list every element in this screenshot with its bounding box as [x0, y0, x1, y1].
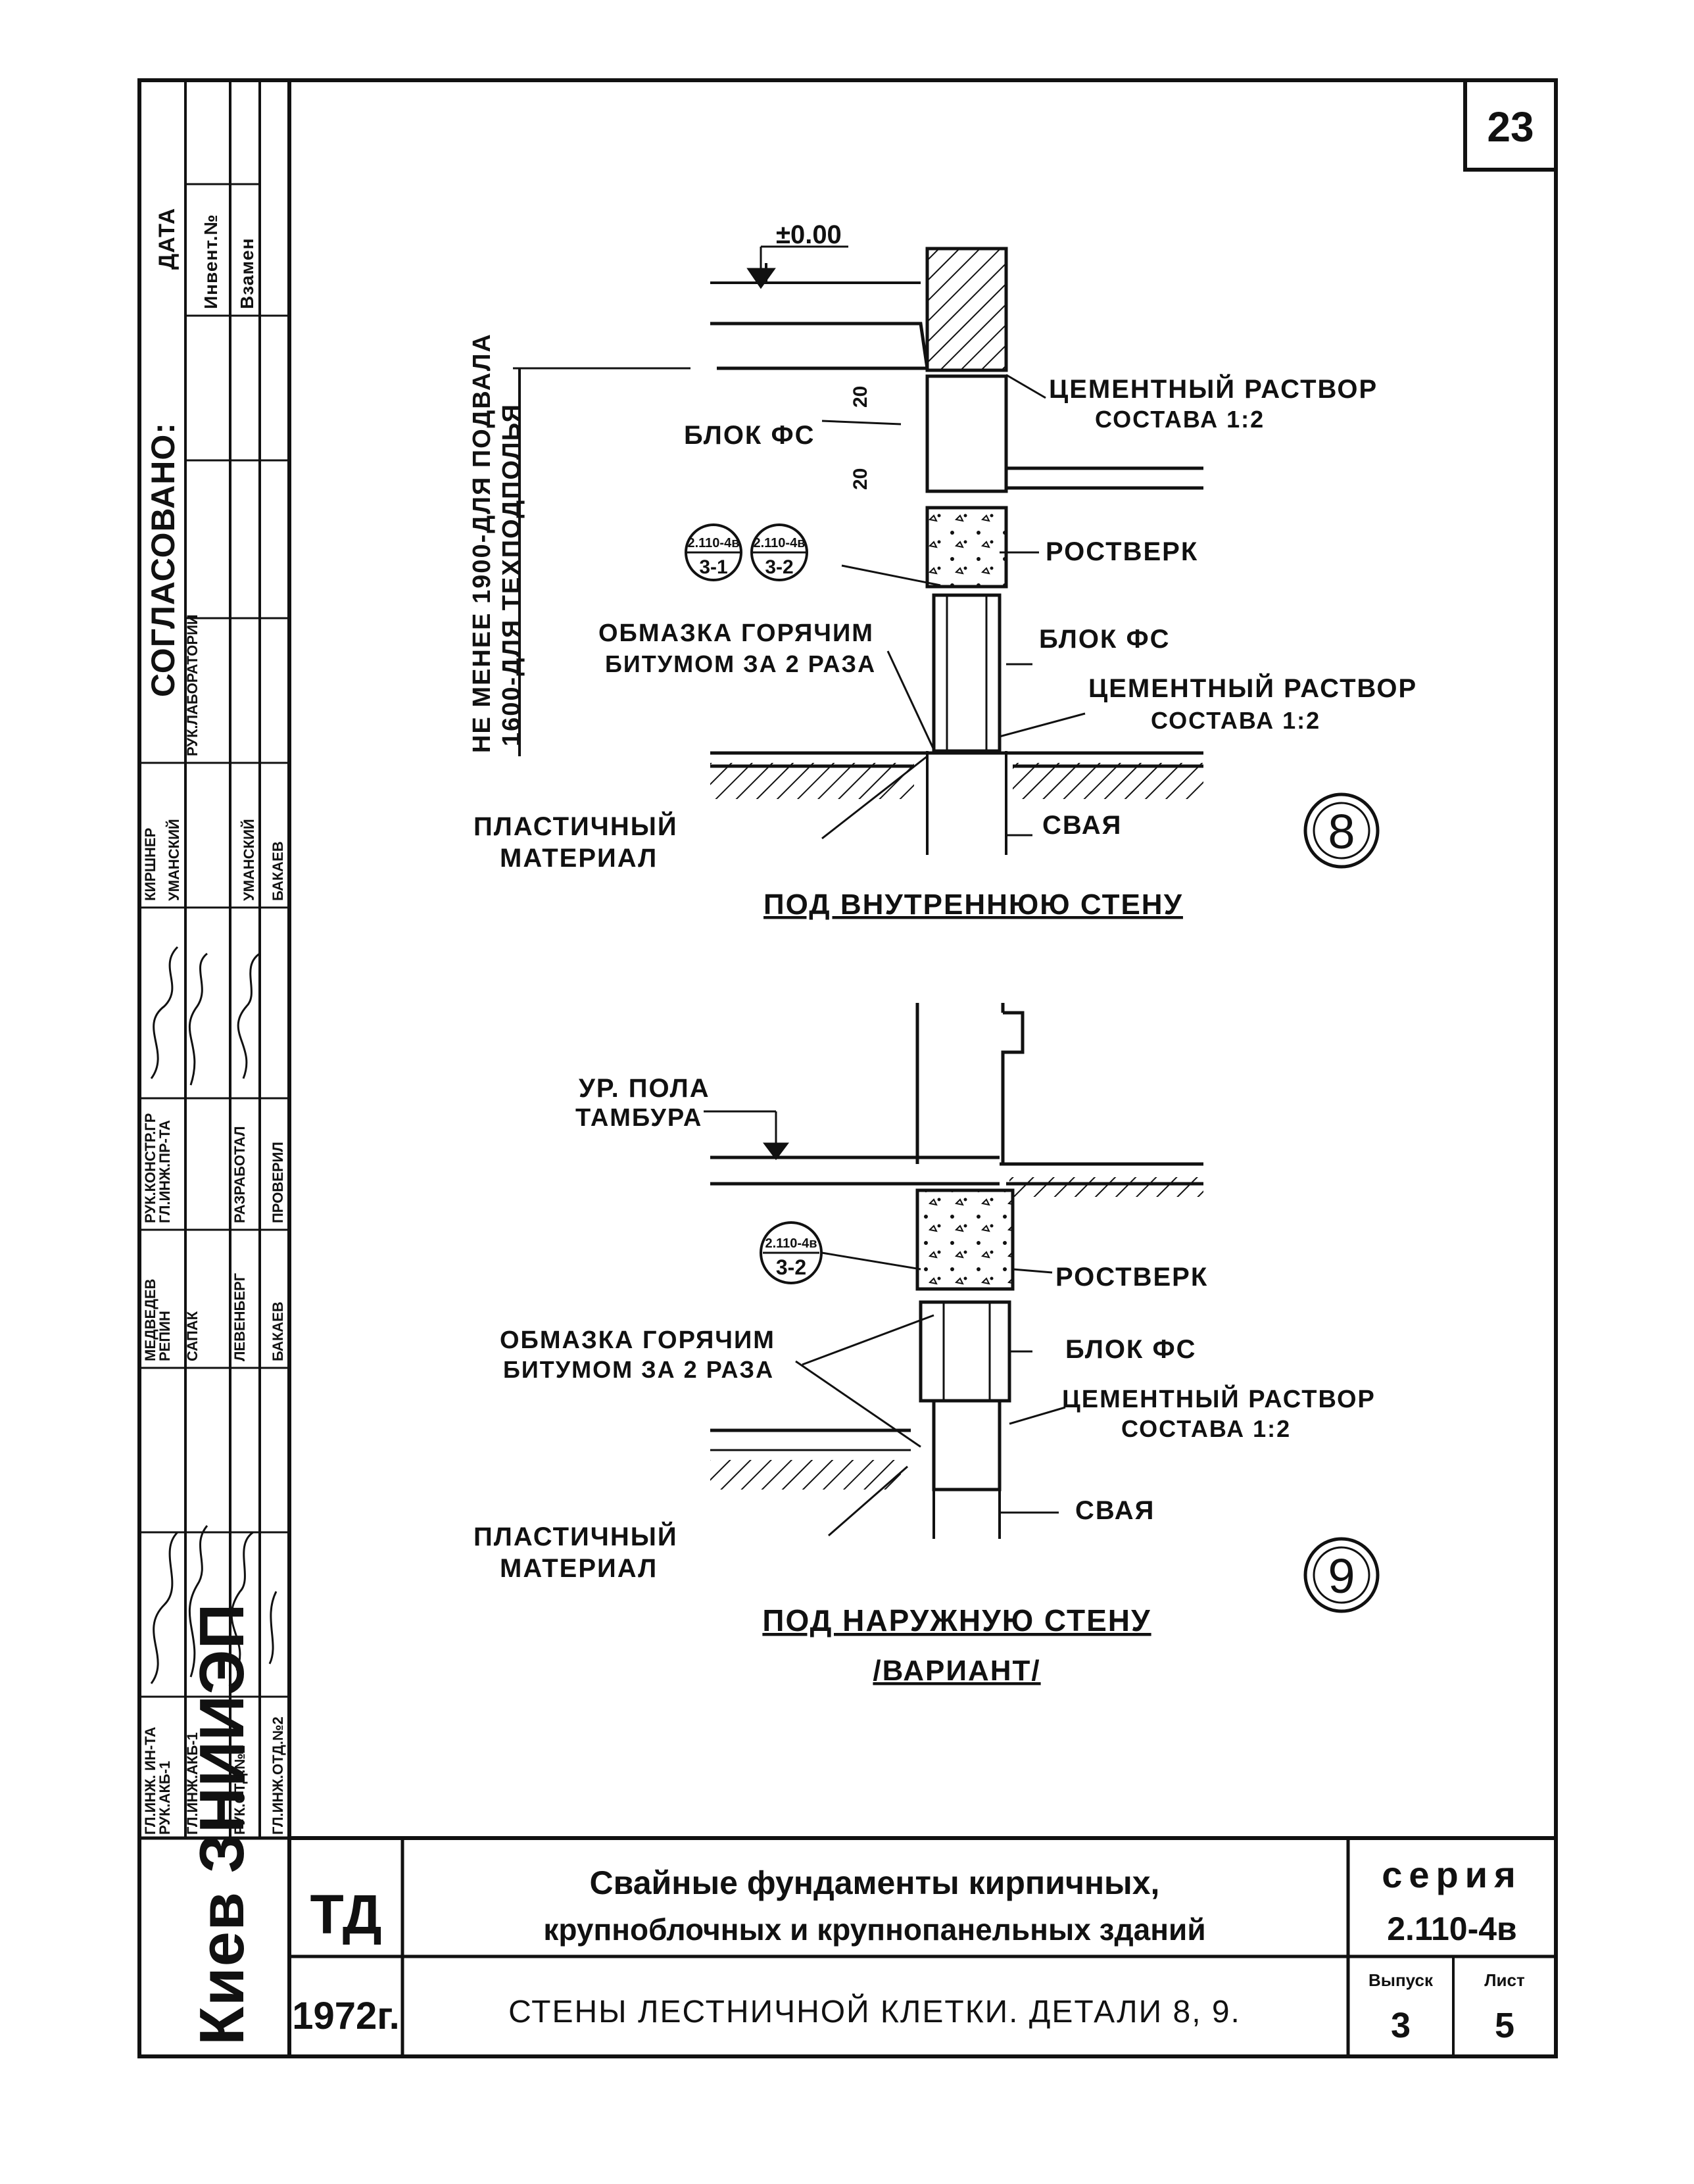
stamp-role: РУК.ЛАБОРАТОРИИ — [184, 614, 201, 756]
ref-a-bottom: 3-1 — [699, 556, 727, 578]
stamp-role: ГЛ.ИНЖ. ИН-ТА — [142, 1727, 158, 1835]
series-value: 2.110-4в — [1387, 1910, 1517, 1947]
stamp-rows: ГЛ.ИНЖ. ИН-ТА РУК.АКБ-1 ГЛ.ИНЖ.АКБ-1 РУК… — [142, 614, 286, 1835]
mortar-lower-line-2: СОСТАВА 1:2 — [1151, 707, 1320, 734]
plastic-line-1: ПЛАСТИЧНЫЙ — [473, 1521, 678, 1551]
signatures — [150, 946, 278, 1684]
sheet-number-box — [1463, 78, 1558, 172]
stamp-name: САПАК — [184, 1311, 201, 1361]
detail-8-labels: ±0.00 НЕ МЕНЕЕ 1900-ДЛЯ ПОДВАЛА 1600-ДЛЯ… — [468, 220, 1417, 921]
pile-label: СВАЯ — [1042, 811, 1122, 840]
min-depth-note-2: 1600-ДЛЯ ТЕХПОДПОЛЬЯ — [498, 403, 525, 746]
dim-top: 20 — [850, 386, 871, 408]
detail-9-labels: УР. ПОЛА ТАМБУРА 2.110-4в 3-2 РОСТВЕРК О… — [473, 1074, 1376, 1687]
detail-8-drawing — [513, 245, 1380, 869]
title-line-2: крупноблочных и крупнопанельных зданий — [543, 1912, 1205, 1947]
detail-number: 9 — [1328, 1549, 1355, 1603]
replaces-label: Взамен — [237, 237, 257, 309]
stamp-name: БАКАЕВ — [270, 1301, 286, 1361]
min-depth-note-1: НЕ МЕНЕЕ 1900-ДЛЯ ПОДВАЛА — [468, 333, 496, 753]
floor-label-2: ТАМБУРА — [575, 1104, 702, 1132]
ref-b-bottom: 3-2 — [765, 556, 793, 578]
ref-b-top: 2.110-4в — [753, 536, 805, 550]
dim-bottom: 20 — [850, 468, 871, 490]
mortar-upper-line-1: ЦЕМЕНТНЫЙ РАСТВОР — [1049, 374, 1378, 404]
stamp-name: ЛЕВЕНБЕРГ — [231, 1273, 248, 1361]
sheet-label: Лист — [1484, 1970, 1525, 1990]
bitumen-line-1: ОБМАЗКА ГОРЯЧИМ — [500, 1326, 775, 1354]
stamp-role: РУК.ОТД.№2 — [231, 1745, 248, 1835]
agreed-label: СОГЛАСОВАНО: — [145, 422, 182, 697]
title-block — [289, 1836, 1556, 2056]
inventory-label: Инвент.№ — [201, 214, 221, 309]
stamp-role: ПРОВЕРИЛ — [270, 1142, 286, 1223]
stamp-role: ГЛ.ИНЖ.ПР-ТА — [157, 1120, 173, 1223]
pile-label: СВАЯ — [1075, 1496, 1155, 1525]
bitumen-line-1: ОБМАЗКА ГОРЯЧИМ — [598, 619, 874, 647]
stamp-role: ГЛ.ИНЖ.ОТД.№2 — [270, 1716, 286, 1835]
bitumen-line-2: БИТУМОМ ЗА 2 РАЗА — [503, 1356, 774, 1383]
ref-bottom: 3-2 — [776, 1255, 806, 1279]
detail-caption: ПОД ВНУТРЕННЮЮ СТЕНУ — [763, 888, 1183, 921]
stamp-role: РАЗРАБОТАЛ — [231, 1126, 248, 1223]
series-label: серия — [1382, 1854, 1522, 1895]
stamp-role: ГЛ.ИНЖ.АКБ-1 — [184, 1732, 201, 1835]
detail-number: 8 — [1328, 804, 1355, 859]
plastic-line-2: МАТЕРИАЛ — [500, 1554, 658, 1583]
block-fs-label: БЛОК ФС — [1065, 1335, 1197, 1364]
sheet-subtitle: СТЕНЫ ЛЕСТНИЧНОЙ КЛЕТКИ. ДЕТАЛИ 8, 9. — [508, 1993, 1241, 2029]
detail-9-drawing — [704, 1003, 1380, 1613]
block-fs-lower-label: БЛОК ФС — [1039, 625, 1171, 654]
level-mark: ±0.00 — [776, 220, 842, 249]
outer-frame — [137, 78, 1558, 2058]
mortar-upper-line-2: СОСТАВА 1:2 — [1095, 406, 1265, 433]
stamp-role: РУК.АКБ-1 — [157, 1761, 173, 1835]
mortar-line-2: СОСТАВА 1:2 — [1121, 1415, 1291, 1442]
city-org-label: Киев ЗНИИЭП — [187, 1603, 257, 2045]
grillage-label: РОСТВЕРК — [1055, 1263, 1208, 1292]
title-line-1: Свайные фундаменты кирпичных, — [590, 1864, 1160, 1901]
stamp-name: КИРШНЕР — [142, 828, 158, 901]
plastic-line-1: ПЛАСТИЧНЫЙ — [473, 811, 678, 841]
block-fs-upper-label: БЛОК ФС — [684, 421, 815, 450]
stamp-name: РЕПИН — [157, 1311, 173, 1361]
year: 1972г. — [292, 1995, 400, 2037]
sheet-number: 23 — [1487, 103, 1534, 151]
side-stamp — [139, 80, 289, 1840]
stamp-name: УМАНСКИЙ — [166, 819, 182, 901]
sheet-value: 5 — [1495, 2006, 1514, 2045]
ref-a-top: 2.110-4в — [687, 536, 739, 550]
org-code: ТД — [310, 1883, 381, 1945]
mortar-lower-line-1: ЦЕМЕНТНЫЙ РАСТВОР — [1088, 673, 1417, 703]
plastic-line-2: МАТЕРИАЛ — [500, 844, 658, 873]
grillage-label: РОСТВЕРК — [1046, 537, 1198, 566]
mortar-line-1: ЦЕМЕНТНЫЙ РАСТВОР — [1062, 1384, 1376, 1413]
floor-label-1: УР. ПОЛА — [579, 1074, 710, 1103]
stamp-role: РУК.КОНСТР.ГР — [142, 1113, 158, 1223]
issue-value: 3 — [1391, 2006, 1411, 2045]
detail-caption: ПОД НАРУЖНУЮ СТЕНУ — [762, 1603, 1151, 1638]
stamp-name: МЕДВЕДЕВ — [142, 1279, 158, 1361]
detail-caption-variant: /ВАРИАНТ/ — [873, 1655, 1040, 1687]
stamp-name: УМАНСКИЙ — [241, 819, 257, 901]
bitumen-line-2: БИТУМОМ ЗА 2 РАЗА — [605, 650, 876, 677]
date-label: ДАТА — [155, 208, 180, 270]
ref-top: 2.110-4в — [765, 1236, 817, 1251]
stamp-name: БАКАЕВ — [270, 841, 286, 901]
issue-label: Выпуск — [1368, 1970, 1434, 1990]
